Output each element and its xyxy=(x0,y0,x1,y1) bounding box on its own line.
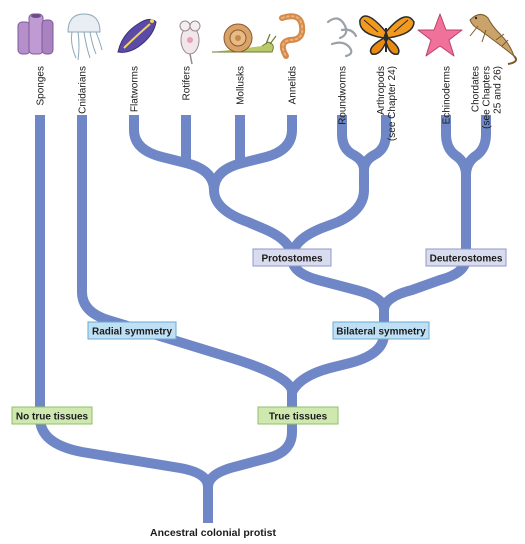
taxon-label-echinoderm: Echinoderms xyxy=(442,66,453,124)
taxon-label-roundworm: Roundworms xyxy=(338,66,349,125)
starfish-icon xyxy=(417,13,463,57)
deuterostomes-box: Deuterostomes xyxy=(425,248,507,267)
roundworm-icon xyxy=(326,17,358,58)
branch-eumetazoa xyxy=(203,392,297,488)
node-labels: Protostomes Deuterostomes Radial symmetr… xyxy=(11,248,507,425)
branch-lophotrochozoa xyxy=(209,189,297,259)
taxon-label-cnidarian: Cnidarians xyxy=(78,66,89,114)
branch-ecdy-right xyxy=(359,115,391,190)
branch-deuterostomes xyxy=(379,257,471,311)
taxon-label-annelid: Annelids xyxy=(288,66,299,104)
radial-symmetry-box: Radial symmetry xyxy=(87,321,177,340)
sponge-icon xyxy=(17,13,54,55)
no-true-tissues-label: No true tissues xyxy=(16,412,89,423)
tree-branches xyxy=(35,115,491,523)
true-tissues-box: True tissues xyxy=(257,406,339,425)
root-label: Ancestral colonial protist xyxy=(150,527,277,539)
lizard-icon xyxy=(469,14,517,65)
flatworm-icon xyxy=(117,18,157,53)
butterfly-icon xyxy=(359,15,415,55)
no-true-tissues-box: No true tissues xyxy=(11,406,93,425)
rotifer-icon xyxy=(179,20,201,65)
branch-sponges xyxy=(35,115,213,488)
taxon-labels: Sponges Cnidarians Flatworms Rotifers Mollus… xyxy=(36,66,504,141)
true-tissues-label: True tissues xyxy=(269,412,328,423)
branch-ecdysozoa xyxy=(287,189,369,259)
annelid-icon xyxy=(279,13,306,59)
taxon-label-mollusk: Mollusks xyxy=(236,66,247,105)
deuterostomes-label: Deuterostomes xyxy=(430,254,503,265)
branch-cnidarians xyxy=(77,115,297,393)
taxon-label-chordate-line3: 25 and 26) xyxy=(493,66,504,114)
branch-bilateria xyxy=(287,310,389,395)
bilateral-symmetry-box: Bilateral symmetry xyxy=(332,321,430,340)
jellyfish-icon xyxy=(67,13,103,61)
branch-lopho-fan-right xyxy=(209,115,297,191)
branch-lopho-fan xyxy=(129,115,219,191)
taxon-label-flatworm: Flatworms xyxy=(130,66,141,112)
taxon-label-chordate-line2: (see Chapters xyxy=(482,66,493,129)
snail-icon xyxy=(212,23,277,53)
taxon-label-sponge: Sponges xyxy=(36,66,47,105)
taxon-label-chordate: Chordates xyxy=(471,66,482,112)
protostomes-box: Protostomes xyxy=(252,248,332,267)
bilateral-symmetry-label: Bilateral symmetry xyxy=(336,327,426,338)
taxon-icons xyxy=(17,13,517,65)
taxon-label-arthropod: Arthropods xyxy=(376,66,387,115)
taxon-label-arthropod-line2: (see Chapter 24) xyxy=(387,66,398,141)
radial-symmetry-label: Radial symmetry xyxy=(92,327,172,338)
protostomes-label: Protostomes xyxy=(261,254,323,265)
taxon-label-rotifer: Rotifers xyxy=(182,66,193,100)
branch-deut-right xyxy=(461,115,491,258)
